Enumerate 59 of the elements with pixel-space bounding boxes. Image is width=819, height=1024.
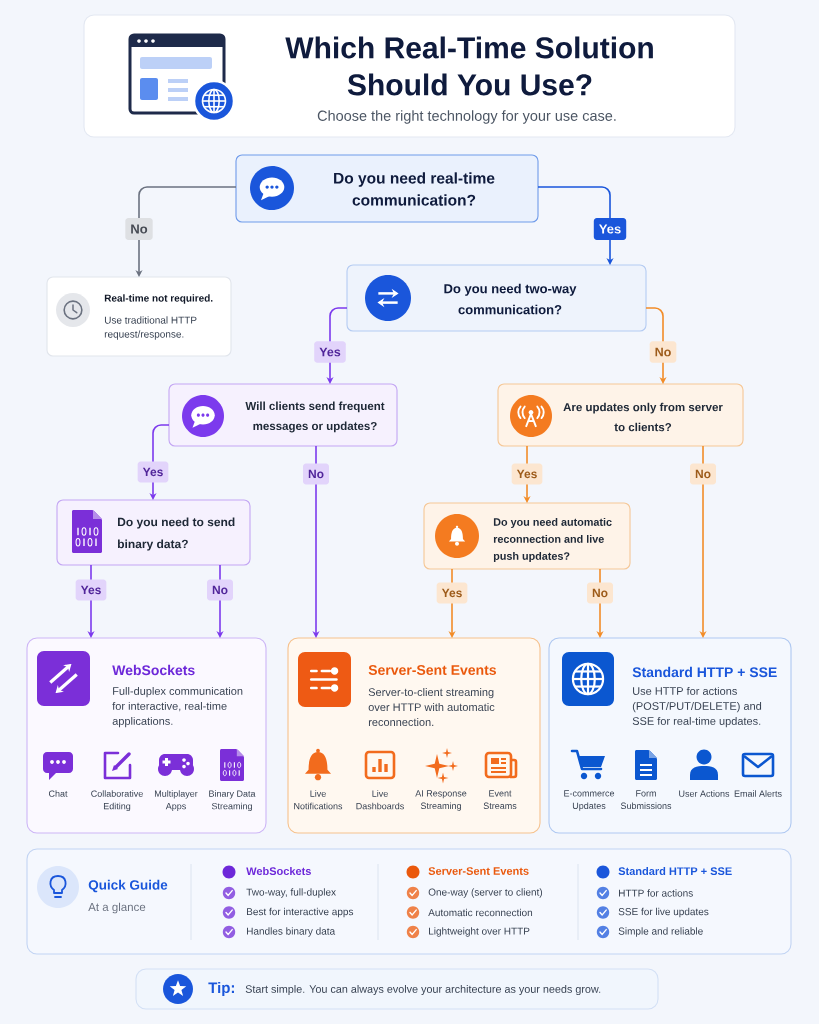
legend-heading: Standard HTTP + SSE (618, 866, 732, 876)
question-box: Are updates only from server to clients? (497, 383, 744, 447)
legend-heading: WebSockets (246, 866, 311, 876)
card-title: WebSockets (112, 664, 195, 676)
tip-text: Start simple. You can always evolve your architecture as your needs grow. (245, 985, 601, 996)
use-case-label: Collaborative Editing (91, 790, 143, 812)
card-description: Use HTTP for actions (POST/PUT/DELETE) and SSE for real-time updates. (632, 686, 762, 728)
use-case-label: Chat (48, 790, 68, 797)
question-box: Do you need to send binary data? (56, 499, 251, 566)
question-box: Will clients send frequent messages or updates? (168, 383, 398, 447)
note-title: Real-time not required. (104, 294, 213, 304)
note-text: Use traditional HTTP request/response. (104, 316, 197, 340)
edge-label: No (649, 341, 677, 363)
edge-label: No (587, 582, 613, 604)
guide-title: Quick Guide (88, 879, 168, 893)
guide-panel (26, 848, 792, 955)
checklist-item: Two-way, full-duplex (246, 888, 336, 898)
use-case-label: AI Response Streaming (415, 790, 467, 811)
use-case-label: E-commerce Updates (564, 790, 615, 811)
question-box: Do you need real-time communication? (235, 154, 539, 223)
note-box (46, 276, 232, 357)
use-case-label: Form Submissions (620, 790, 672, 809)
question-box: Do you need two-way communication? (346, 264, 647, 332)
edge-label: No (690, 463, 716, 485)
card-description: Server-to-client streaming over HTTP with automatic reconnection. (368, 687, 495, 727)
checklist-item: Handles binary data (247, 927, 336, 937)
edge-label: No (303, 463, 329, 485)
edge-label: No (207, 579, 233, 601)
subtitle: Choose the right technology for your use case. (317, 110, 616, 124)
checklist-item: Automatic reconnection (428, 908, 533, 917)
legend-heading: Server-Sent Events (428, 867, 529, 875)
card-title: Standard HTTP + SSE (632, 666, 777, 678)
use-case-label: Multiplayer Apps (155, 790, 198, 812)
use-case-label: User Actions (679, 790, 730, 797)
use-case-label: Live Dashboards (356, 790, 404, 810)
edge-label: No (125, 218, 153, 240)
checklist-item: One-way (server to client) (428, 888, 543, 898)
use-case-label: Event Streams (483, 790, 517, 809)
use-case-label: Email Alerts (734, 790, 782, 797)
checklist-item: SSE for live updates (618, 907, 709, 918)
card-title: Server-Sent Events (368, 665, 496, 675)
edge-label: Yes (314, 341, 346, 363)
header-card (83, 14, 736, 138)
tip-box (135, 968, 659, 1010)
result-card (548, 637, 792, 834)
guide-subtitle: At a glance (88, 902, 146, 914)
title: Which Real-Time Solution Should You Use? (285, 36, 653, 96)
checklist-item: Simple and reliable (618, 927, 703, 937)
use-case-label: Live Notifications (294, 790, 343, 810)
use-case-label: Binary Data Streaming (209, 790, 256, 812)
question-box: Do you need automatic reconnection and live push updates? (423, 502, 631, 570)
checklist-item: Best for interactive apps (247, 907, 354, 918)
checklist-item: Lightweight over HTTP (429, 927, 530, 937)
result-card (287, 637, 541, 834)
checklist-item: HTTP for actions (619, 889, 693, 897)
card-description: Full-duplex communication for interactive, real-time applications. (112, 686, 243, 728)
tip-label: Tip: (208, 982, 234, 996)
result-card (26, 637, 267, 834)
edge-label: Yes (593, 218, 627, 240)
